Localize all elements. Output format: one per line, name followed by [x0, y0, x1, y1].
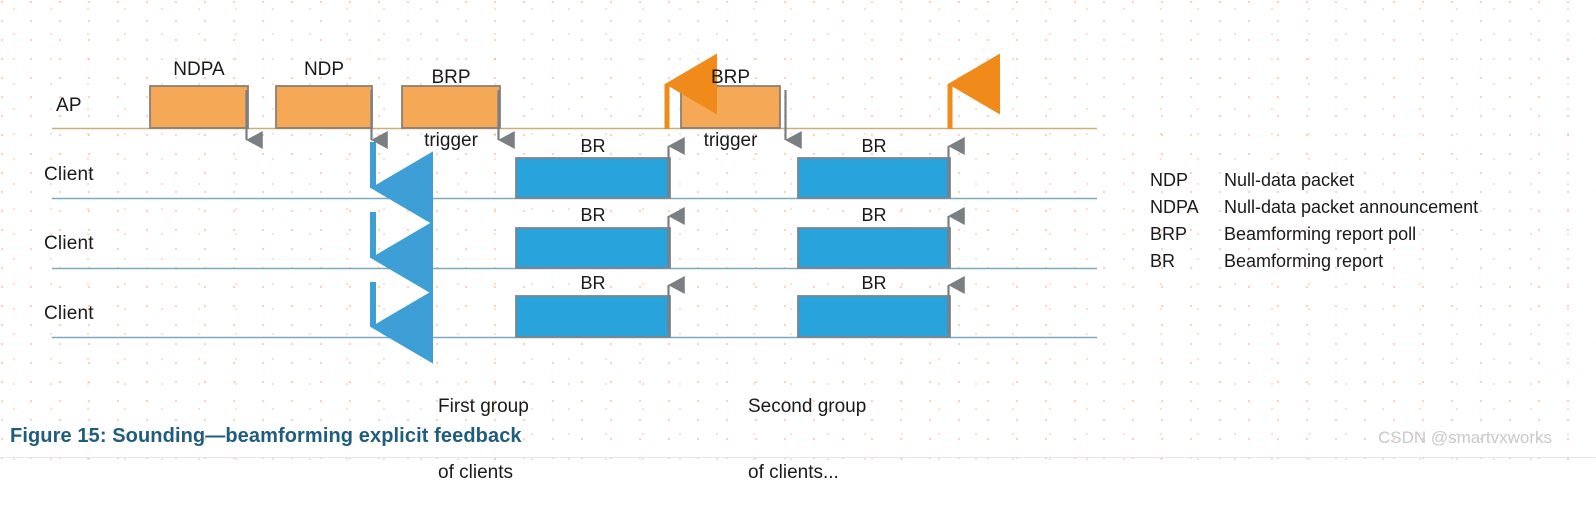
packet-label-ndpa: NDPA [173, 59, 225, 80]
packet-label-brp-trigger-2: BRP trigger [681, 25, 780, 193]
packet-label-br-3-1: BR [580, 273, 606, 293]
legend-row-ndpa: NDPA Null-data packet announcement [1150, 197, 1478, 224]
client-packet-br-3-2 [797, 295, 951, 338]
group-label-first-line2: of clients [438, 462, 513, 483]
group-label-second-line1: Second group [748, 396, 867, 417]
legend-desc-ndpa: Null-data packet announcement [1224, 197, 1479, 217]
lane-label-client-3: Client [44, 303, 94, 324]
legend-desc-br: Beamforming report [1224, 251, 1384, 271]
client-packet-br-1-1 [515, 157, 671, 199]
legend-abbr-brp: BRP [1150, 224, 1188, 244]
client-packet-br-2-1 [515, 227, 671, 269]
client-packet-br-2-2 [797, 227, 951, 269]
packet-label-brp-trigger-1: BRP trigger [402, 25, 500, 193]
packet-label-brp-trigger-1-line1: BRP [431, 67, 471, 88]
packet-label-brp-trigger-2-line2: trigger [703, 130, 758, 151]
packet-label-br-1-2: BR [861, 136, 887, 156]
sounding-sequence-diagram [52, 53, 1097, 364]
lane-label-ap: AP [56, 95, 82, 116]
ap-packet-ndp [275, 85, 373, 129]
lane-label-client-2: Client [44, 233, 94, 254]
packet-label-br-2-2: BR [861, 205, 887, 225]
legend-desc-brp: Beamforming report poll [1224, 224, 1417, 244]
legend-abbr-ndpa: NDPA [1150, 197, 1199, 217]
packet-label-br-2-1: BR [580, 205, 606, 225]
packet-label-brp-trigger-1-line2: trigger [424, 130, 478, 151]
legend-abbr-ndp: NDP [1150, 170, 1189, 190]
bottom-divider [0, 457, 1596, 458]
ap-packet-ndpa [149, 85, 249, 129]
ap-packet-brp-trigger-1 [401, 85, 501, 129]
client-packet-br-1-2 [797, 157, 951, 199]
watermark-credit: CSDN @smartvxworks [1378, 428, 1553, 447]
legend-desc-ndp: Null-data packet [1224, 170, 1355, 190]
figure-caption: Figure 15: Sounding—beamforming explicit… [10, 425, 522, 447]
lane-label-client-1: Client [44, 164, 94, 185]
group-label-second: Second group of clients... [748, 352, 866, 528]
packet-label-ndp: NDP [303, 59, 345, 80]
packet-label-br-1-1: BR [580, 136, 606, 156]
packet-label-brp-trigger-2-line1: BRP [710, 67, 751, 88]
packet-label-br-3-2: BR [861, 273, 887, 293]
group-label-second-line2: of clients... [748, 462, 839, 483]
legend-row-br: BR Beamforming report [1150, 251, 1478, 278]
group-label-first-line1: First group [438, 396, 529, 417]
legend-row-brp: BRP Beamforming report poll [1150, 224, 1478, 251]
client-packet-br-3-1 [515, 295, 671, 338]
legend-abbr-br: BR [1150, 251, 1176, 271]
legend: NDP Null-data packet NDPA Null-data pack… [1150, 170, 1478, 278]
legend-row-ndp: NDP Null-data packet [1150, 170, 1478, 197]
